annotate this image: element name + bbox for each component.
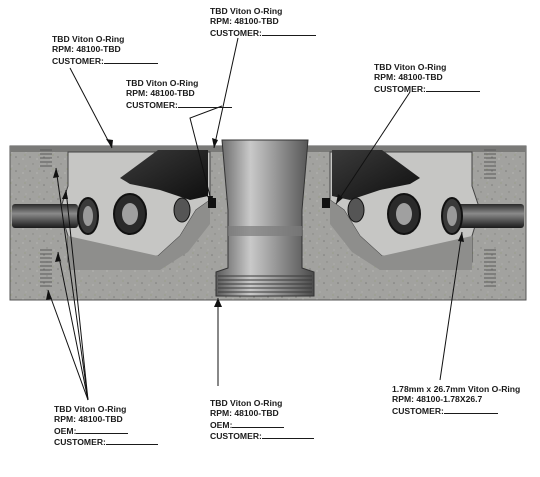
- label-bottom-right-line2: RPM: 48100-1.78X26.7: [392, 394, 483, 405]
- label-top-center-line3: CUSTOMER:: [210, 27, 316, 38]
- label-bottom-center-customer: CUSTOMER:: [210, 431, 262, 442]
- blank-line: [177, 99, 232, 108]
- blank-line: [76, 425, 129, 434]
- left-port-ring-3: [173, 197, 191, 223]
- blank-line: [261, 27, 316, 36]
- leader-mid-left: [189, 105, 223, 205]
- label-mid-left-line2: RPM: 48100-TBD: [126, 88, 195, 99]
- right-cavity-shadow: [330, 200, 472, 270]
- right-port-ring-1-inner: [447, 206, 457, 226]
- label-bottom-right-line1: 1.78mm x 26.7mm Viton O-Ring: [392, 384, 521, 394]
- blank-line: [261, 430, 314, 440]
- bore-band: [228, 226, 302, 236]
- blank-line: [232, 419, 285, 428]
- leader-top-left: [69, 67, 113, 149]
- label-bottom-center-line2: RPM: 48100-TBD: [210, 408, 279, 419]
- label-top-center: TBD Viton O-Ring RPM: 48100-TBD CUSTOMER…: [210, 6, 316, 38]
- leader-bottom-left-2: [65, 189, 89, 401]
- label-bottom-left-line4: CUSTOMER:: [54, 436, 158, 447]
- left-thread-holes: [40, 149, 52, 287]
- leader-top-center: [213, 37, 239, 149]
- label-top-center-line1: TBD Viton O-Ring: [210, 6, 283, 16]
- label-top-right: TBD Viton O-Ring RPM: 48100-TBD CUSTOMER…: [374, 62, 480, 94]
- label-top-left-customer: CUSTOMER:: [52, 55, 104, 66]
- label-bottom-center-line3: OEM:: [210, 419, 314, 430]
- label-mid-left-line1: TBD Viton O-Ring: [126, 78, 199, 88]
- label-bottom-left-line1: TBD Viton O-Ring: [54, 404, 127, 414]
- left-cavity-shadow: [68, 200, 210, 270]
- blank-line: [425, 83, 480, 92]
- label-bottom-left-line3: OEM:: [54, 425, 158, 436]
- label-bottom-right-line3: CUSTOMER:: [392, 405, 520, 416]
- leader-bottom-left-1: [55, 167, 89, 401]
- label-top-right-line2: RPM: 48100-TBD: [374, 72, 443, 83]
- label-bottom-left-oem: OEM:: [54, 425, 77, 436]
- right-wedge: [332, 150, 420, 200]
- right-port-ring-2-inner: [396, 203, 412, 225]
- label-top-left-line2: RPM: 48100-TBD: [52, 44, 121, 55]
- label-top-left: TBD Viton O-Ring RPM: 48100-TBD CUSTOMER…: [52, 34, 158, 66]
- label-bottom-left: TBD Viton O-Ring RPM: 48100-TBD OEM: CUS…: [54, 404, 158, 448]
- blank-line: [105, 436, 158, 446]
- label-top-left-line3: CUSTOMER:: [52, 55, 158, 66]
- label-mid-left-customer: CUSTOMER:: [126, 99, 178, 110]
- right-pin: [458, 204, 524, 228]
- label-bottom-right: 1.78mm x 26.7mm Viton O-Ring RPM: 48100-…: [392, 384, 520, 416]
- central-bore: [215, 139, 315, 297]
- label-top-left-line1: TBD Viton O-Ring: [52, 34, 125, 44]
- label-bottom-left-customer: CUSTOMER:: [54, 437, 106, 448]
- leader-top-right: [335, 91, 411, 205]
- leader-bottom-left-4: [47, 289, 89, 401]
- left-wedge: [120, 150, 208, 200]
- label-bottom-center-oem: OEM:: [210, 419, 233, 430]
- leader-lines: [47, 37, 463, 401]
- label-bottom-right-customer: CUSTOMER:: [392, 405, 444, 416]
- right-oring-seat: [322, 198, 330, 208]
- label-bottom-center-line4: CUSTOMER:: [210, 430, 314, 441]
- label-top-center-line2: RPM: 48100-TBD: [210, 16, 279, 27]
- label-bottom-left-line2: RPM: 48100-TBD: [54, 414, 123, 425]
- right-thread-holes: [484, 149, 496, 287]
- label-mid-left: TBD Viton O-Ring RPM: 48100-TBD CUSTOMER…: [126, 78, 232, 110]
- label-top-right-line1: TBD Viton O-Ring: [374, 62, 447, 72]
- label-mid-left-line3: CUSTOMER:: [126, 99, 232, 110]
- right-port-ring-3: [347, 197, 365, 223]
- blank-line: [103, 55, 158, 64]
- leader-arrowheads: [46, 138, 464, 307]
- label-bottom-center: TBD Viton O-Ring RPM: 48100-TBD OEM: CUS…: [210, 398, 314, 442]
- label-bottom-center-line1: TBD Viton O-Ring: [210, 398, 283, 408]
- left-port-ring-1-inner: [83, 206, 93, 226]
- label-top-right-line3: CUSTOMER:: [374, 83, 480, 94]
- label-top-center-customer: CUSTOMER:: [210, 27, 262, 38]
- leader-bottom-left-3: [57, 251, 89, 401]
- label-top-right-customer: CUSTOMER:: [374, 83, 426, 94]
- leader-bottom-right: [439, 231, 463, 381]
- blank-line: [443, 405, 498, 414]
- bore-threads: [218, 275, 312, 293]
- left-port-ring-2-inner: [122, 203, 138, 225]
